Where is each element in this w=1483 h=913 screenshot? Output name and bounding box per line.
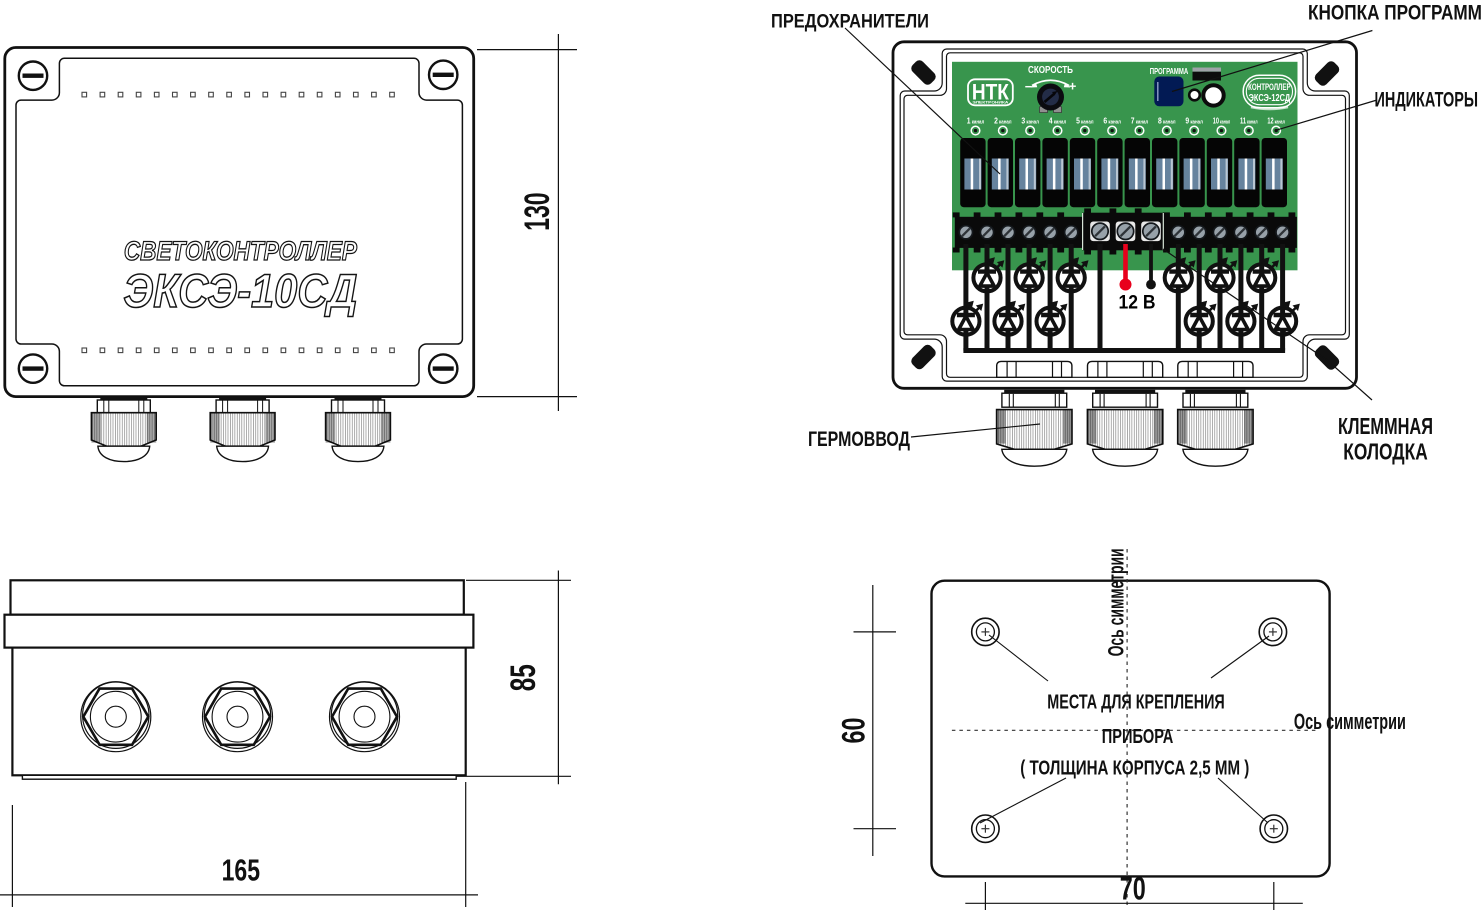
svg-text:ПРОГРАММА: ПРОГРАММА [1150, 67, 1189, 76]
svg-text:ЭКСЭ-12СД: ЭКСЭ-12СД [1249, 92, 1291, 104]
svg-text:70: 70 [1120, 871, 1146, 907]
svg-text:Ось симметрии: Ось симметрии [1294, 709, 1406, 734]
svg-text:11 канал: 11 канал [1240, 117, 1258, 126]
svg-text:6 канал: 6 канал [1103, 117, 1121, 126]
svg-text:9 канал: 9 канал [1185, 117, 1203, 126]
svg-text:ИНДИКАТОРЫ: ИНДИКАТОРЫ [1375, 88, 1479, 112]
svg-text:ЭКСЭ-10СД: ЭКСЭ-10СД [123, 264, 357, 317]
svg-text:ПРЕДОХРАНИТЕЛИ: ПРЕДОХРАНИТЕЛИ [771, 10, 929, 32]
svg-text:СВЕТОКОНТРОЛЛЕР: СВЕТОКОНТРОЛЛЕР [124, 236, 358, 266]
svg-text:4 канал: 4 канал [1049, 117, 1067, 126]
svg-text:МЕСТА ДЛЯ КРЕПЛЕНИЯ: МЕСТА ДЛЯ КРЕПЛЕНИЯ [1047, 691, 1225, 714]
svg-text:10 канал: 10 канал [1213, 117, 1231, 126]
svg-text:60: 60 [836, 718, 872, 744]
svg-text:5 канал: 5 канал [1076, 117, 1094, 126]
svg-text:130: 130 [518, 192, 557, 231]
svg-text:3 канал: 3 канал [1021, 117, 1039, 126]
svg-text:165: 165 [222, 853, 260, 888]
svg-text:2 канал: 2 канал [994, 117, 1012, 126]
svg-text:1 канал: 1 канал [967, 117, 985, 126]
svg-text:85: 85 [504, 664, 543, 691]
svg-text:ПРИБОРА: ПРИБОРА [1102, 725, 1174, 748]
svg-text:СКОРОСТЬ: СКОРОСТЬ [1028, 64, 1073, 76]
svg-text:ГЕРМОВВОД: ГЕРМОВВОД [808, 427, 910, 451]
svg-text:7 канал: 7 канал [1131, 117, 1149, 126]
svg-text:НТК: НТК [972, 80, 1009, 105]
svg-text:8 канал: 8 канал [1158, 117, 1176, 126]
svg-text:( ТОЛЩИНА КОРПУСА 2,5 ММ ): ( ТОЛЩИНА КОРПУСА 2,5 ММ ) [1020, 757, 1249, 780]
svg-text:Ось симметрии: Ось симметрии [1104, 548, 1129, 656]
svg-text:−: − [1025, 79, 1033, 94]
svg-text:КОНТРОЛЛЕР: КОНТРОЛЛЕР [1248, 82, 1291, 92]
svg-text:КОЛОДКА: КОЛОДКА [1343, 439, 1428, 465]
svg-text:+: + [1069, 79, 1077, 94]
svg-text:12 В: 12 В [1119, 292, 1156, 314]
svg-text:12 канал: 12 канал [1267, 117, 1285, 126]
svg-text:ЭЛЕКТРОНИКА: ЭЛЕКТРОНИКА [972, 100, 1009, 104]
svg-text:КНОПКА ПРОГРАММ: КНОПКА ПРОГРАММ [1308, 1, 1482, 25]
svg-text:КЛЕММНАЯ: КЛЕММНАЯ [1338, 413, 1433, 439]
